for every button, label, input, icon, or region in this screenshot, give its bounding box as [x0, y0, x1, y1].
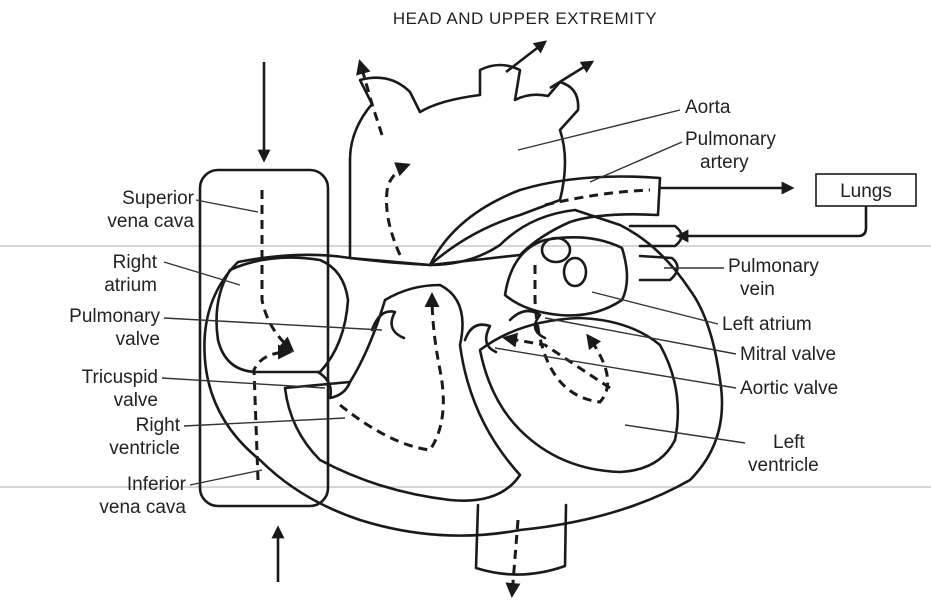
- aortic-valve-shape: [465, 325, 496, 352]
- label-left-ventricle: Left ventricle: [625, 425, 819, 476]
- svg-text:Mitral valve: Mitral valve: [740, 344, 836, 365]
- svg-text:Aortic valve: Aortic valve: [740, 378, 838, 399]
- svg-text:ventricle: ventricle: [748, 455, 819, 476]
- lungs-label: Lungs: [840, 181, 892, 202]
- svg-text:vein: vein: [740, 279, 775, 300]
- svg-text:ventricle: ventricle: [109, 438, 180, 459]
- svg-text:Left: Left: [773, 432, 805, 453]
- label-right-ventricle: Right ventricle: [109, 415, 345, 459]
- label-pulmonary-vein: Pulmonary vein: [664, 256, 819, 300]
- svg-text:valve: valve: [116, 329, 160, 350]
- pulmonary-trunk: [430, 177, 660, 266]
- flow-aorta-head: [360, 62, 382, 135]
- svg-text:Pulmonary: Pulmonary: [69, 306, 160, 327]
- pulmonary-vein-opening-2: [564, 258, 586, 286]
- svg-text:vena cava: vena cava: [107, 211, 194, 232]
- right-ventricle-chamber: [285, 285, 520, 501]
- svg-text:Left atrium: Left atrium: [722, 314, 812, 335]
- svg-text:Inferior: Inferior: [127, 474, 187, 495]
- label-pulmonary-artery: Pulmonary artery: [590, 129, 776, 182]
- svg-text:Tricuspid: Tricuspid: [82, 367, 158, 388]
- flow-svc: [262, 190, 292, 350]
- flow-arch-up: [387, 165, 409, 255]
- arrow-from-lungs: [678, 206, 866, 236]
- svg-text:Pulmonary: Pulmonary: [685, 129, 776, 150]
- svg-text:Right: Right: [113, 252, 158, 273]
- label-pulmonary-valve: Pulmonary valve: [69, 306, 382, 350]
- vena-cava-column: [200, 170, 328, 506]
- svg-text:valve: valve: [114, 390, 158, 411]
- svg-text:vena cava: vena cava: [99, 497, 186, 518]
- arrow-head-branch-2: [550, 62, 592, 88]
- svg-text:Pulmonary: Pulmonary: [728, 256, 819, 277]
- diagram-title: HEAD AND UPPER EXTREMITY: [393, 9, 657, 28]
- left-ventricle-chamber: [480, 318, 678, 472]
- svg-text:Right: Right: [136, 415, 181, 436]
- mitral-valve-shape: [510, 311, 545, 338]
- label-inferior-vena-cava: Inferior vena cava: [99, 470, 262, 518]
- arrow-head-branch-1: [506, 42, 545, 72]
- label-right-atrium: Right atrium: [104, 252, 240, 296]
- svg-text:Aorta: Aorta: [685, 97, 731, 118]
- pulmonary-vein-opening-1: [542, 238, 570, 262]
- svg-text:Superior: Superior: [122, 188, 194, 209]
- left-atrium-chamber: [505, 237, 627, 315]
- descending-aorta: [476, 505, 566, 575]
- svg-text:atrium: atrium: [104, 275, 157, 296]
- svg-text:artery: artery: [700, 152, 749, 173]
- label-superior-vena-cava: Superior vena cava: [107, 188, 258, 232]
